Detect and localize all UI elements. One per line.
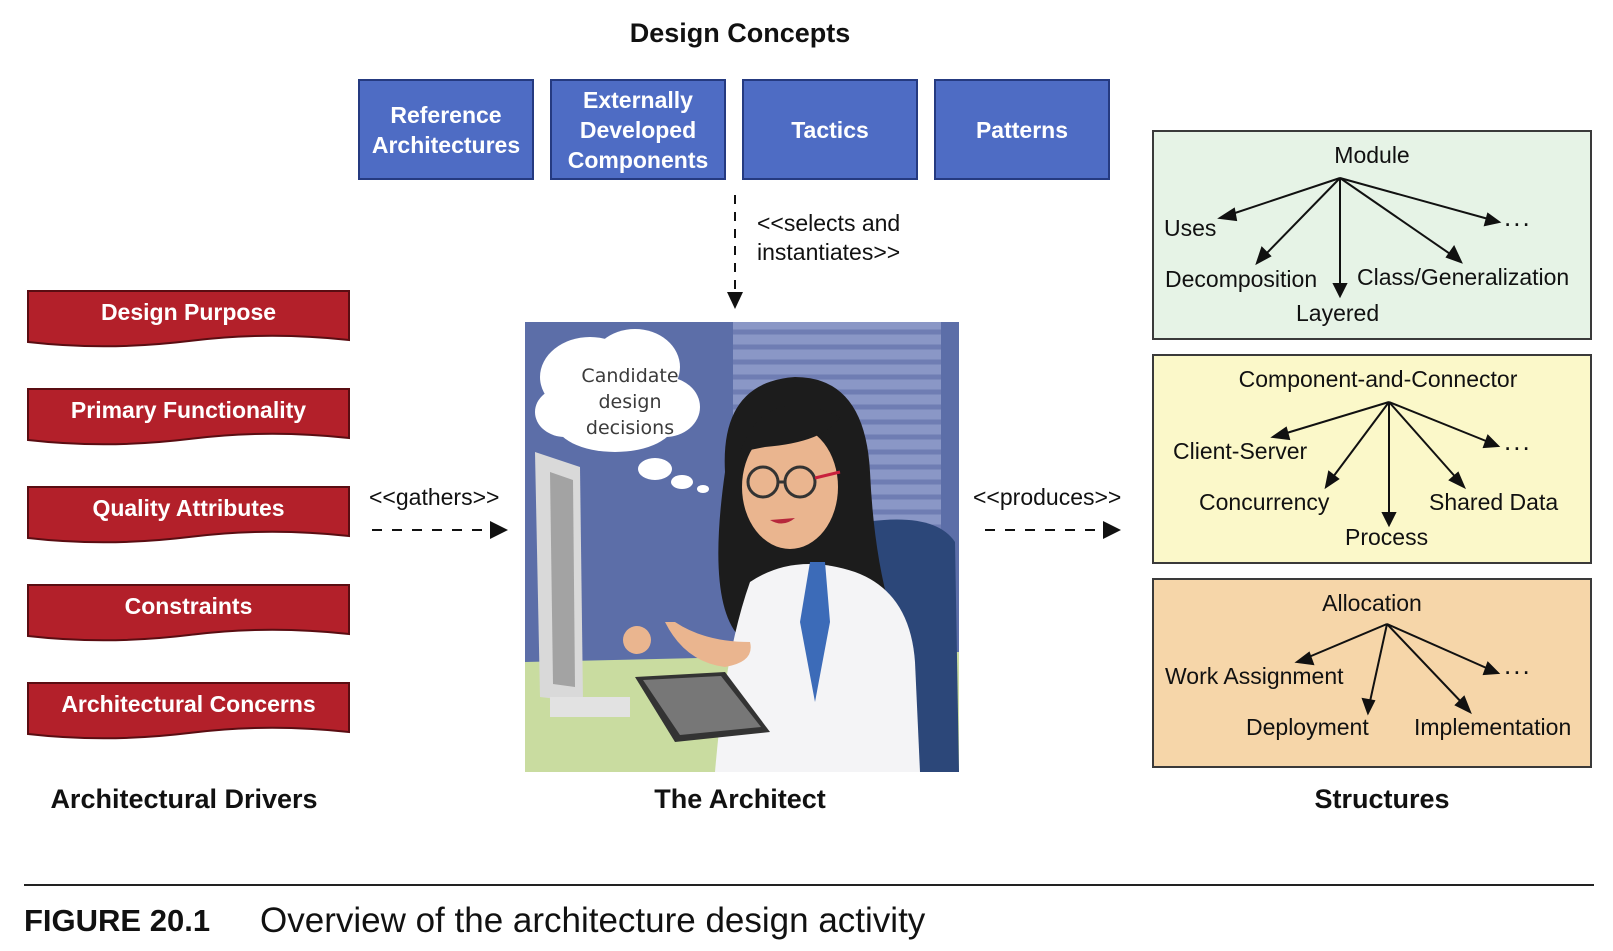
module-more: ...	[1504, 202, 1532, 232]
driver-label: Architectural Concerns	[61, 691, 316, 717]
produces-label: <<produces>>	[973, 484, 1122, 510]
module-class-generalization: Class/Generalization	[1357, 264, 1570, 290]
cnc-client-server: Client-Server	[1173, 438, 1308, 464]
allocation-more: ...	[1504, 650, 1532, 680]
design-concepts-heading: Design Concepts	[629, 18, 851, 48]
driver-architectural-concerns: Architectural Concerns	[27, 682, 350, 746]
cnc-title: Component-and-Connector	[1238, 366, 1518, 392]
gathers-label: <<gathers>>	[369, 484, 500, 510]
gathers-arrow	[372, 521, 508, 539]
driver-banner-shape	[27, 682, 350, 740]
figure-number: FIGURE 20.1	[24, 903, 211, 938]
structures-heading: Structures	[1314, 784, 1450, 814]
cnc-more: ...	[1504, 426, 1532, 456]
produces-arrow	[985, 521, 1121, 539]
concept-externally-developed-components: Externally Developed Components	[550, 79, 726, 180]
architectural-drivers-heading: Architectural Drivers	[50, 784, 318, 814]
concept-tactics: Tactics	[742, 79, 918, 180]
concept-reference-architectures: Reference Architectures	[358, 79, 534, 180]
module-title: Module	[1334, 142, 1410, 168]
module-arrows	[1217, 177, 1502, 299]
allocation-arrows	[1294, 623, 1501, 716]
selects-arrow	[727, 195, 743, 309]
driver-primary-functionality: Primary Functionality	[27, 388, 350, 452]
cnc-arrows	[1270, 401, 1501, 528]
cnc-structure-box: Component-and-Connector Client-Server Co…	[1152, 354, 1592, 564]
selects-label: <<selects and instantiates>>	[757, 210, 901, 265]
figure-caption: Overview of the architecture design acti…	[260, 901, 926, 940]
driver-banner-shape	[27, 290, 350, 348]
module-decomposition: Decomposition	[1165, 266, 1318, 292]
allocation-title: Allocation	[1322, 590, 1422, 616]
driver-label: Design Purpose	[100, 299, 277, 325]
thought-bubble-text: Candidate design decisions	[581, 365, 679, 439]
driver-constraints: Constraints	[27, 584, 350, 648]
driver-banner-shape	[27, 388, 350, 446]
the-architect-heading: The Architect	[654, 784, 826, 814]
driver-label: Primary Functionality	[70, 397, 307, 423]
allocation-structure-box: Allocation Work Assignment Deployment Im…	[1152, 578, 1592, 768]
driver-design-purpose: Design Purpose	[27, 290, 350, 354]
cnc-shared-data: Shared Data	[1429, 489, 1559, 515]
cnc-concurrency: Concurrency	[1199, 489, 1330, 515]
module-layered: Layered	[1296, 300, 1380, 326]
concept-patterns: Patterns	[934, 79, 1110, 180]
driver-label: Quality Attributes	[92, 495, 285, 521]
allocation-deployment: Deployment	[1246, 714, 1369, 740]
module-uses: Uses	[1164, 215, 1217, 241]
allocation-implementation: Implementation	[1414, 714, 1572, 740]
caption-rule	[24, 884, 1594, 886]
allocation-work-assignment: Work Assignment	[1165, 663, 1344, 689]
architect-illustration	[525, 322, 959, 772]
driver-label: Constraints	[124, 593, 253, 619]
cnc-process: Process	[1345, 524, 1429, 550]
driver-banner-shape	[27, 486, 350, 544]
module-structure-box: Module Uses Decomposition Layered Class/…	[1152, 130, 1592, 340]
driver-banner-shape	[27, 584, 350, 642]
driver-quality-attributes: Quality Attributes	[27, 486, 350, 550]
